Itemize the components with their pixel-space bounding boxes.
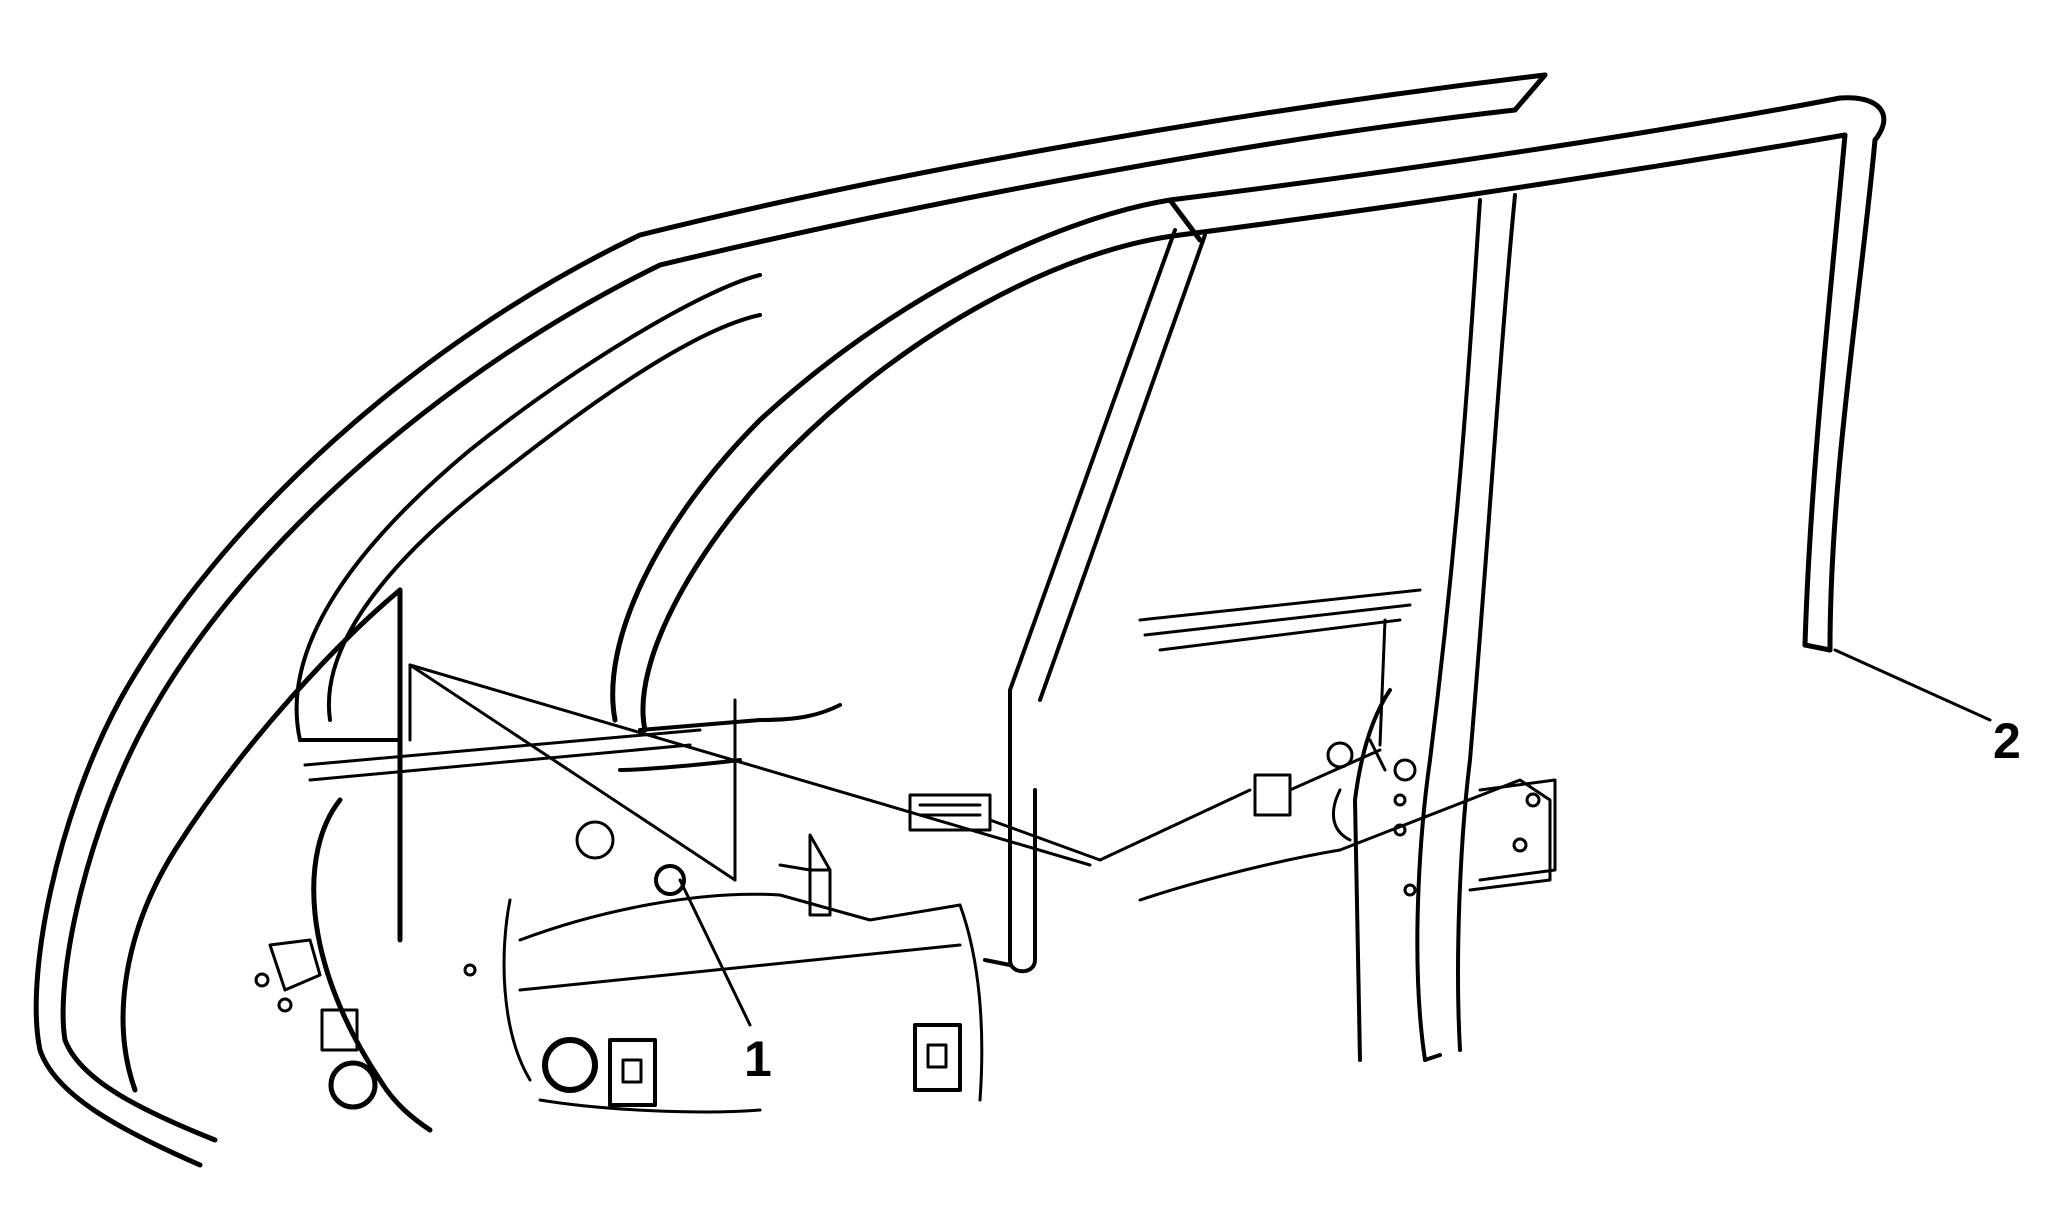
inner-panel [303, 588, 1552, 1114]
callout-label-1: 1 [744, 1031, 772, 1087]
glass-run-channel [610, 95, 1887, 733]
window-channel-front [294, 273, 762, 742]
outer-door-frame [33, 72, 1548, 1168]
rear-door-edge [1353, 193, 1517, 1062]
callout-2-leader [1833, 648, 1992, 722]
hinge-bracket [1478, 778, 1557, 882]
vent-window [618, 703, 842, 772]
callout-label-2: 2 [1993, 713, 2021, 769]
division-channel [983, 228, 1207, 974]
callout-1-leader [408, 663, 1092, 1027]
panel-features [254, 793, 1417, 1110]
window-regulator [908, 618, 1417, 862]
